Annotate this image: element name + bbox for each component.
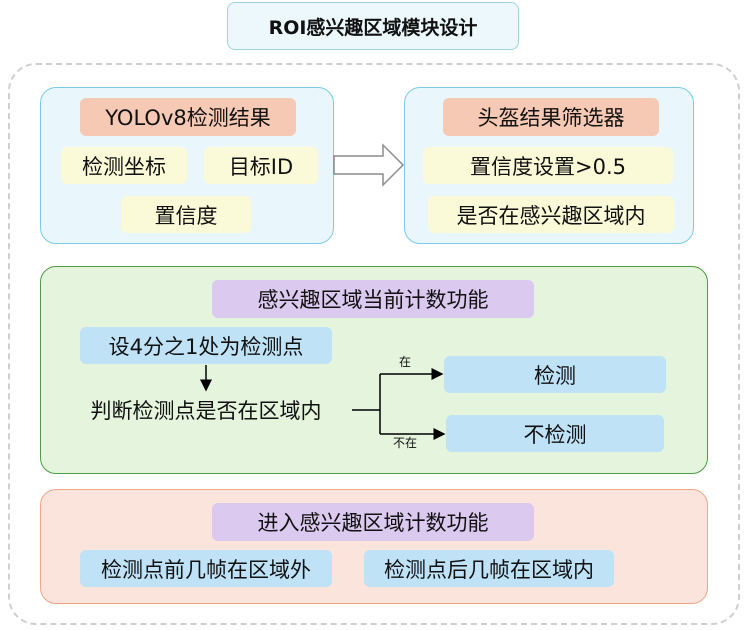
yolo-item-coordinates: 检测坐标	[61, 147, 187, 184]
diagram-title: ROI感兴趣区域模块设计	[227, 2, 519, 50]
result-detect: 检测	[444, 356, 666, 393]
yolo-item-confidence: 置信度	[121, 196, 251, 233]
filter-item-in-roi: 是否在感兴趣区域内	[428, 196, 674, 233]
branch-connector	[352, 374, 381, 434]
enter-item-before-outside: 检测点前几帧在区域外	[80, 550, 332, 587]
step-judge-in-region: 判断检测点是否在区域内	[90, 398, 322, 423]
step-set-detection-point: 设4分之1处为检测点	[80, 327, 332, 364]
enter-item-after-inside: 检测点后几帧在区域内	[364, 550, 614, 587]
result-no-detect: 不检测	[446, 415, 664, 452]
current-count-header: 感兴趣区域当前计数功能	[212, 280, 534, 318]
hollow-arrow-right-icon	[333, 143, 405, 187]
enter-count-header: 进入感兴趣区域计数功能	[212, 503, 534, 541]
branch-no-label: 不在	[392, 435, 417, 450]
yolo-results-header: YOLOv8检测结果	[80, 98, 296, 136]
outer-dashed-container	[8, 63, 740, 625]
branch-yes-label: 在	[398, 354, 411, 369]
helmet-filter-header: 头盔结果筛选器	[443, 98, 659, 136]
filter-item-confidence-threshold: 置信度设置>0.5	[423, 147, 673, 184]
yolo-item-target-id: 目标ID	[204, 147, 318, 184]
